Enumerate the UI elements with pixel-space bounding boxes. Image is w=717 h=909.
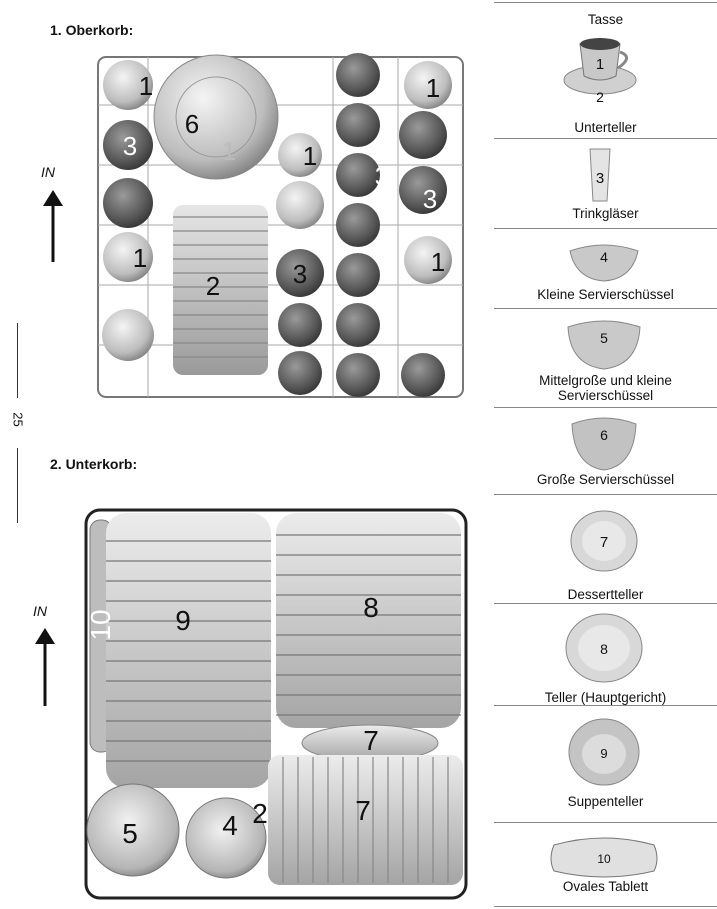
legend-number: 10 xyxy=(597,852,611,866)
item-number: 3 xyxy=(293,259,307,289)
item-number: 1 xyxy=(222,136,236,166)
legend-divider xyxy=(494,407,717,408)
lower-basket-illustration: 10 9 8 7 7 5 4 2 xyxy=(84,508,468,900)
item-number: 7 xyxy=(363,725,379,756)
item-number: 2 xyxy=(206,271,220,301)
bowl-illustration: 5 xyxy=(567,320,641,370)
item-number: 6 xyxy=(185,109,199,139)
legend-oval-tray: 10 Ovales Tablett xyxy=(494,823,717,907)
item-number: 10 xyxy=(85,609,116,640)
legend-divider xyxy=(494,2,717,3)
item-number: 1 xyxy=(431,247,445,277)
page-number: 25 xyxy=(10,412,26,427)
item-number: 3 xyxy=(375,161,389,191)
legend-cup: Tasse 1 2 Unterteller xyxy=(494,2,717,138)
legend-number: 4 xyxy=(600,249,608,265)
legend-number: 7 xyxy=(600,534,608,551)
legend-number: 9 xyxy=(600,746,607,761)
legend-label: Suppenteller xyxy=(567,794,644,809)
legend-label: Große Servierschüssel xyxy=(536,472,675,487)
bowl-illustration: 4 xyxy=(569,244,639,282)
legend-divider xyxy=(494,906,717,907)
legend-label: Tasse xyxy=(587,12,624,27)
item-number: 5 xyxy=(122,818,138,849)
legend-divider xyxy=(494,705,717,706)
direction-label-lower: IN xyxy=(33,603,47,619)
legend-large-bowl: 6 Große Servierschüssel xyxy=(494,408,717,494)
legend-label: Dessertteller xyxy=(567,587,644,602)
legend-number: 5 xyxy=(600,330,608,346)
direction-label-upper: IN xyxy=(41,164,55,180)
page-marker-line xyxy=(17,448,18,523)
legend-label: Teller (Hauptgericht) xyxy=(544,690,667,705)
legend-number: 8 xyxy=(600,641,608,657)
bowl-illustration: 6 xyxy=(571,417,637,471)
legend-label: Kleine Servierschüssel xyxy=(537,287,674,302)
legend-dessert-plate: 7 Dessertteller xyxy=(494,495,717,603)
item-number: 3 xyxy=(423,184,437,214)
legend-number: 6 xyxy=(600,427,608,443)
legend-medium-bowl: 5 Mittelgroße und kleine Servierschüssel xyxy=(494,309,717,407)
lower-basket-title: 2. Unterkorb: xyxy=(50,456,138,472)
item-number: 8 xyxy=(363,592,379,623)
legend-divider xyxy=(494,822,717,823)
item-number: 1 xyxy=(139,71,153,101)
legend-label: Trinkgläser xyxy=(572,206,639,221)
plate-illustration: 9 xyxy=(568,718,640,786)
item-number: 4 xyxy=(222,810,238,841)
up-arrow-icon xyxy=(43,190,63,262)
legend-glasses: 3 Trinkgläser xyxy=(494,139,717,228)
legend-label: Ovales Tablett xyxy=(562,879,649,894)
glass-illustration: 3 xyxy=(589,148,611,202)
legend-main-plate: 8 Teller (Hauptgericht) xyxy=(494,604,717,705)
up-arrow-icon xyxy=(35,628,55,706)
legend-sublabel: Unterteller xyxy=(574,120,637,135)
plate-illustration: 7 xyxy=(570,510,638,572)
legend-small-bowl: 4 Kleine Servierschüssel xyxy=(494,229,717,308)
legend-label: Mittelgroße und kleine Servierschüssel xyxy=(539,373,672,403)
item-number: 9 xyxy=(175,605,191,636)
plate-illustration: 8 xyxy=(565,613,643,683)
upper-basket-title: 1. Oberkorb: xyxy=(50,22,134,38)
legend-divider xyxy=(494,308,717,309)
legend-number: 1 xyxy=(596,56,604,73)
item-number: 1 xyxy=(426,73,440,103)
page-marker-line xyxy=(17,323,18,398)
legend-divider xyxy=(494,494,717,495)
legend-soup-plate: 9 Suppenteller xyxy=(494,706,717,822)
item-number: 2 xyxy=(252,798,268,829)
legend-divider xyxy=(494,138,717,139)
item-number: 1 xyxy=(133,243,147,273)
tray-illustration: 10 xyxy=(550,837,658,878)
upper-basket-illustration: 1 1 1 1 1 1 2 3 3 3 3 6 xyxy=(97,53,464,398)
legend-divider xyxy=(494,228,717,229)
item-number: 7 xyxy=(355,795,371,826)
item-number: 3 xyxy=(123,131,137,161)
legend-number: 3 xyxy=(596,170,604,187)
item-number: 1 xyxy=(303,141,317,171)
legend-divider xyxy=(494,603,717,604)
legend-number: 2 xyxy=(596,89,604,105)
cup-illustration: 1 2 xyxy=(563,38,637,105)
